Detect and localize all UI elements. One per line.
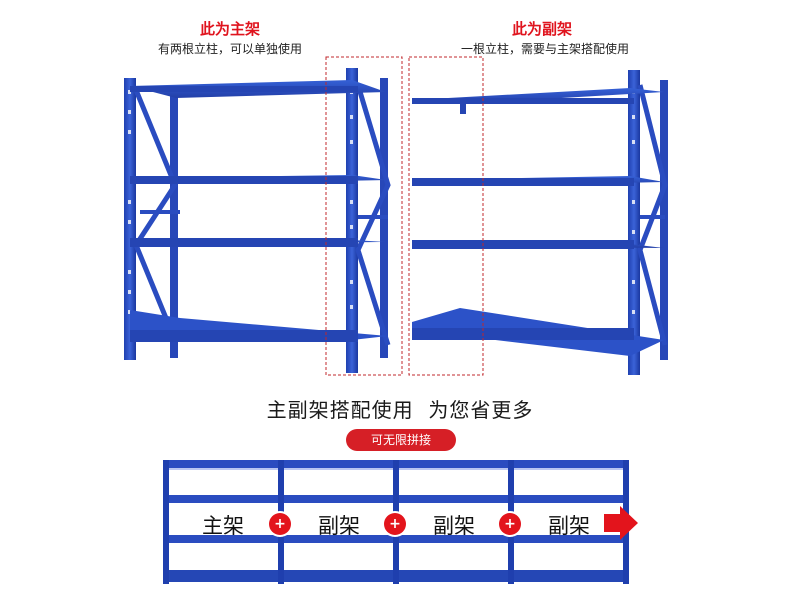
bottom-label-sub-1: 副架 xyxy=(318,514,360,538)
main-rack-subtitle: 有两根立柱，可以单独使用 xyxy=(157,42,302,56)
sub-rack xyxy=(412,70,668,375)
main-rack xyxy=(124,68,391,373)
combo-caption: 主副架搭配使用 为您省更多 xyxy=(266,398,534,422)
sub-rack-title: 此为副架 xyxy=(511,20,572,38)
bottom-label-sub-2: 副架 xyxy=(433,514,475,538)
plus-icon: + xyxy=(384,513,406,535)
main-post-marker xyxy=(325,56,403,376)
main-rack-title: 此为主架 xyxy=(199,20,260,38)
plus-icon: + xyxy=(269,513,291,535)
sub-edge-marker xyxy=(408,56,484,376)
bottom-label-sub-3: 副架 xyxy=(548,514,590,538)
unlimited-join-badge: 可无限拼接 xyxy=(346,429,456,451)
plus-icon: + xyxy=(499,513,521,535)
continue-arrow-icon xyxy=(604,506,638,540)
sub-rack-subtitle: 一根立柱，需要与主架搭配使用 xyxy=(460,42,629,56)
bottom-label-main: 主架 xyxy=(202,514,244,538)
